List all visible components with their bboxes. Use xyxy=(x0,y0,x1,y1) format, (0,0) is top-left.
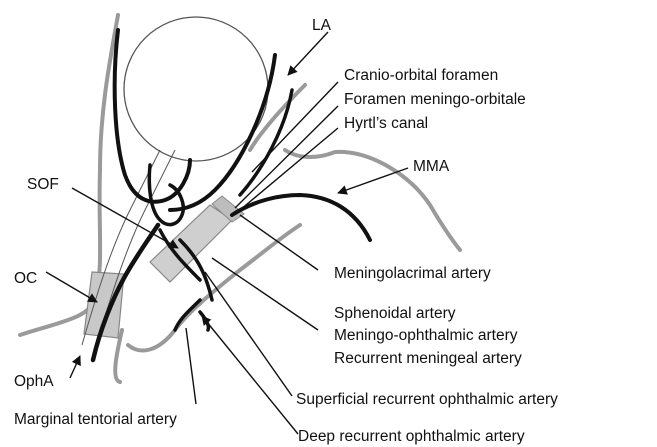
sof-arrow xyxy=(72,188,178,248)
deep-recurrent-leader xyxy=(202,316,298,434)
label-meningolacrimal-artery: Meningolacrimal artery xyxy=(334,265,491,282)
label-sphenoidal-artery: Sphenoidal artery xyxy=(334,305,456,322)
label-foramen-meningo-orbitale: Foramen meningo-orbitale xyxy=(344,91,526,108)
la-arrow xyxy=(288,32,328,75)
oa-loop-inner xyxy=(149,165,183,225)
globe xyxy=(124,17,268,161)
sphenoidal-leader xyxy=(212,258,318,330)
label-mma: MMA xyxy=(413,158,450,175)
label-recurrent-meningeal-artery: Recurrent meningeal artery xyxy=(334,350,522,367)
mma-arrow xyxy=(338,168,408,193)
label-oc: OC xyxy=(14,270,37,287)
label-deep-recurrent-ophthalmic-artery: Deep recurrent ophthalmic artery xyxy=(298,428,525,445)
opha-arrow xyxy=(70,356,80,378)
label-marginal-tentorial-artery: Marginal tentorial artery xyxy=(14,411,177,428)
label-superficial-recurrent-ophthalmic-artery: Superficial recurrent ophthalmic artery xyxy=(296,391,558,408)
label-la: LA xyxy=(312,17,332,34)
superficial-recurrent-branch xyxy=(200,312,208,330)
marginal-tentorial-leader xyxy=(186,328,196,404)
mma-vessel xyxy=(232,195,370,240)
label-meningo-ophthalmic-artery: Meningo-ophthalmic artery xyxy=(334,327,518,344)
label-hyrtls-canal: Hyrtl’s canal xyxy=(344,115,428,132)
oc-arrow xyxy=(46,272,97,302)
label-sof: SOF xyxy=(27,176,59,193)
labels: LA Cranio-orbital foramen Foramen mening… xyxy=(14,17,558,445)
superficial-recurrent-leader xyxy=(205,272,292,396)
label-opha: OphA xyxy=(14,373,54,390)
label-cranio-orbital-foramen: Cranio-orbital foramen xyxy=(344,67,498,84)
